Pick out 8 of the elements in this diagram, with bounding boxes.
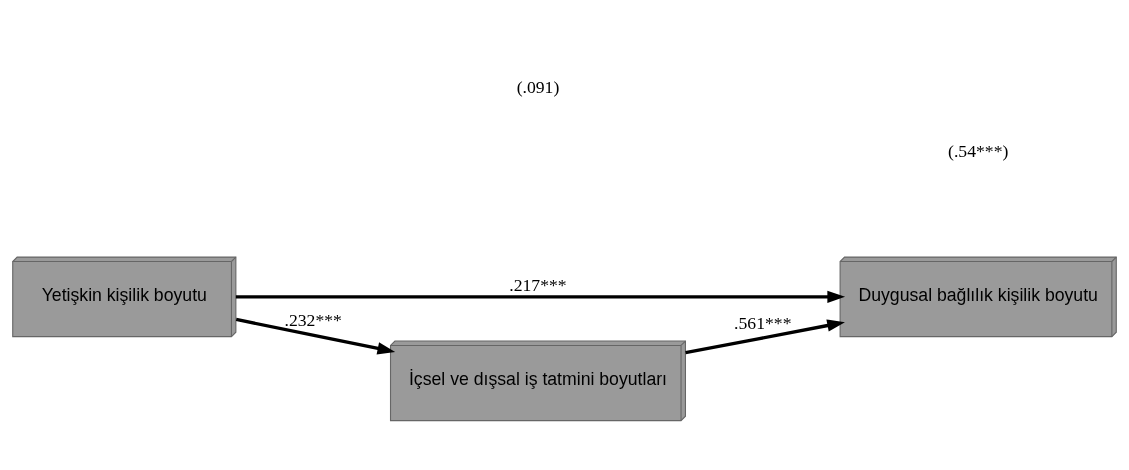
edge-label: .217***: [509, 275, 567, 296]
edge-label: .561***: [734, 312, 792, 333]
label: (.091): [516, 77, 560, 98]
label: (.54***): [948, 141, 1009, 162]
arrow: [685, 319, 845, 355]
arrow: [235, 317, 396, 355]
arrow: [235, 290, 846, 304]
edge-label: .232***: [284, 310, 342, 331]
